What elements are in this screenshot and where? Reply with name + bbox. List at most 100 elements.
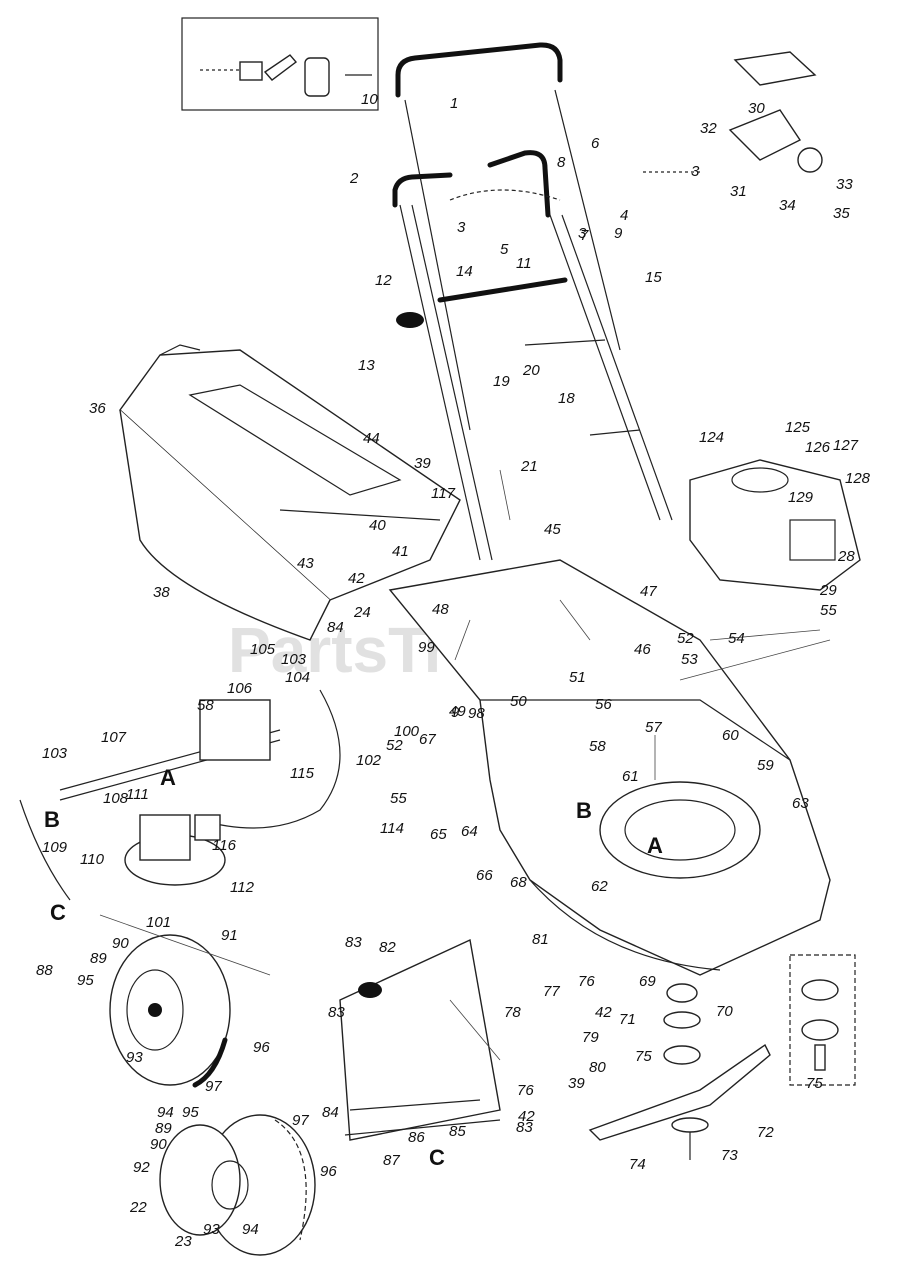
part-label: 52 [677, 630, 694, 647]
grass-catcher [119, 344, 461, 641]
leader-lines [99, 469, 831, 1061]
part-label: 58 [589, 738, 606, 755]
part-label: 43 [297, 555, 314, 572]
ref-letter-b: B [576, 798, 592, 823]
part-label: 93 [126, 1049, 143, 1066]
part-label: 76 [517, 1082, 534, 1099]
part-label: 11 [516, 255, 532, 272]
rear-wheel [159, 1114, 316, 1256]
part-label: 95 [182, 1104, 199, 1121]
part-label: 96 [253, 1039, 270, 1056]
part-label: 50 [510, 693, 527, 710]
part-label: 72 [757, 1124, 774, 1141]
part-label: 104 [285, 669, 310, 686]
part-label: 93 [203, 1221, 220, 1238]
part-label: 57 [645, 719, 662, 736]
part-label: 89 [155, 1120, 172, 1137]
engine [689, 459, 861, 591]
part-label: 83 [328, 1004, 345, 1021]
part-label: 83 [345, 934, 362, 951]
ref-letter-b: B [44, 807, 60, 832]
part-label: 92 [133, 1159, 150, 1176]
ref-letter-a: A [647, 833, 663, 858]
part-label: 47 [640, 583, 657, 600]
part-label: 97 [205, 1078, 222, 1095]
part-label: 111 [126, 786, 149, 803]
part-label: 15 [645, 269, 662, 286]
part-label: 116 [212, 837, 237, 854]
part-label: 39 [568, 1075, 585, 1092]
part-label: 129 [788, 489, 814, 506]
part-label: 60 [722, 727, 739, 744]
part-label: 105 [250, 641, 276, 658]
lower-handle [396, 204, 673, 561]
part-label: 76 [578, 973, 595, 990]
part-label: 36 [89, 400, 106, 417]
part-label: 44 [363, 430, 380, 447]
part-label: 106 [227, 680, 253, 697]
part-label: 1 [450, 95, 458, 112]
part-label: 107 [101, 729, 127, 746]
part-label: 77 [543, 983, 560, 1000]
part-label: 54 [728, 630, 745, 647]
part-label: 9 [614, 225, 623, 242]
part-label: 81 [532, 931, 549, 948]
part-label: 101 [146, 914, 171, 931]
part-label: 99 [418, 639, 435, 656]
part-label: 102 [356, 752, 382, 769]
part-label: 83 [516, 1119, 533, 1136]
part-label: 117 [431, 485, 456, 502]
part-label: 78 [504, 1004, 521, 1021]
part-label: 70 [716, 1003, 733, 1020]
part-label: 28 [837, 548, 855, 565]
part-label: 69 [639, 973, 656, 990]
part-label: 23 [174, 1233, 192, 1250]
reference-letters: A A A B B B C C C [44, 765, 663, 1170]
part-label: 88 [36, 962, 53, 979]
part-label: 84 [327, 619, 344, 636]
part-label: 74 [629, 1156, 646, 1173]
part-label: 53 [681, 651, 698, 668]
part-label: 75 [806, 1075, 823, 1092]
part-label: 90 [112, 935, 129, 952]
part-label: 108 [103, 790, 129, 807]
part-label: 14 [456, 263, 473, 280]
throttle-control [640, 51, 823, 173]
part-label: 94 [242, 1221, 259, 1238]
part-label: 62 [591, 878, 608, 895]
part-label: 6 [591, 135, 600, 152]
rear-flap [339, 938, 501, 1141]
part-label: 75 [635, 1048, 652, 1065]
part-label: 124 [699, 429, 724, 446]
front-wheel [109, 934, 231, 1088]
part-label: 42 [518, 1108, 535, 1125]
drive-axle [19, 699, 281, 901]
part-labels: 1 2 3 3 3 4 5 6 7 8 9 9 10 11 12 13 14 1… [36, 91, 871, 1250]
part-label: 29 [819, 582, 837, 599]
part-label: 40 [369, 517, 386, 534]
part-label: 12 [375, 272, 392, 289]
part-label: 22 [129, 1199, 147, 1216]
part-label: 38 [153, 584, 170, 601]
part-label: 34 [779, 197, 796, 214]
part-label: 128 [845, 470, 871, 487]
part-label: 85 [449, 1123, 466, 1140]
part-label: 8 [557, 154, 566, 171]
part-label: 115 [290, 765, 315, 782]
part-label: 20 [522, 362, 540, 379]
part-label: 90 [150, 1136, 167, 1153]
mower-blade [588, 983, 771, 1160]
part-label: 55 [820, 602, 837, 619]
part-label: 89 [90, 950, 107, 967]
part-label: 4 [620, 207, 628, 224]
part-label: 30 [748, 100, 765, 117]
part-label: 42 [595, 1004, 612, 1021]
inset-box-75 [789, 954, 856, 1086]
part-label: 2 [349, 170, 359, 187]
part-label: 98 [468, 705, 485, 722]
part-label: 31 [730, 183, 747, 200]
part-label: 33 [836, 176, 853, 193]
part-label: 67 [419, 731, 436, 748]
part-label: 61 [622, 768, 639, 785]
part-label: 32 [700, 120, 717, 137]
